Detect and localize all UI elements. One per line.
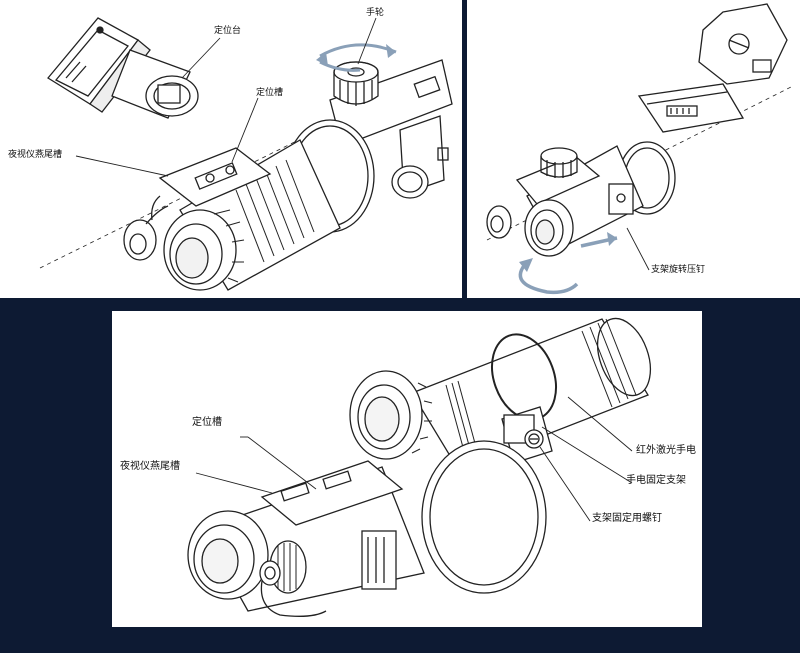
label-handwheel: 手轮 bbox=[366, 8, 385, 18]
label-positioning-slot-bottom: 定位槽 bbox=[192, 417, 222, 428]
label-positioning-slot: 定位槽 bbox=[256, 88, 284, 98]
leader-lines-bottom bbox=[195, 396, 633, 522]
label-flashlight-bracket: 手电固定支架 bbox=[626, 475, 686, 486]
label-dovetail-slot-bottom: 夜视仪燕尾槽 bbox=[120, 461, 180, 472]
leader-lines bbox=[75, 17, 377, 177]
night-vision-monocular bbox=[123, 119, 375, 291]
handwheel-mount-part bbox=[329, 59, 453, 199]
label-ir-laser-flashlight: 红外激光手电 bbox=[636, 445, 696, 456]
eyecup-part bbox=[421, 440, 547, 594]
rotation-arrow-icon-right bbox=[518, 232, 618, 295]
flashlight-bracket-part bbox=[491, 333, 557, 464]
night-vision-monocular-small bbox=[486, 141, 676, 257]
leader-line-rotation-pin bbox=[626, 227, 650, 271]
panel-top-left-mounting: 定位台 手轮 定位槽 夜视仪燕尾槽 bbox=[0, 0, 462, 298]
panel-top-right-bracket: 支架旋转压钉 bbox=[467, 0, 800, 298]
positioning-base-part bbox=[47, 17, 199, 119]
bottom-drawing bbox=[187, 317, 652, 617]
label-dovetail-slot: 夜视仪燕尾槽 bbox=[8, 150, 63, 160]
label-positioning-base: 定位台 bbox=[214, 26, 242, 36]
rotation-arrow-icon bbox=[316, 43, 397, 72]
panel-bottom-flashlight-mount: 定位槽 夜视仪燕尾槽 红外激光手电 手电固定支架 支架固定用螺钉 bbox=[112, 311, 702, 627]
label-bracket-screw: 支架固定用螺钉 bbox=[592, 513, 662, 524]
top-right-drawing bbox=[486, 3, 794, 295]
helmet-mount-part bbox=[637, 3, 788, 133]
night-vision-monocular-bottom bbox=[187, 460, 425, 617]
top-left-drawing bbox=[39, 17, 453, 291]
label-bracket-rotation-pin: 支架旋转压钉 bbox=[651, 265, 706, 275]
